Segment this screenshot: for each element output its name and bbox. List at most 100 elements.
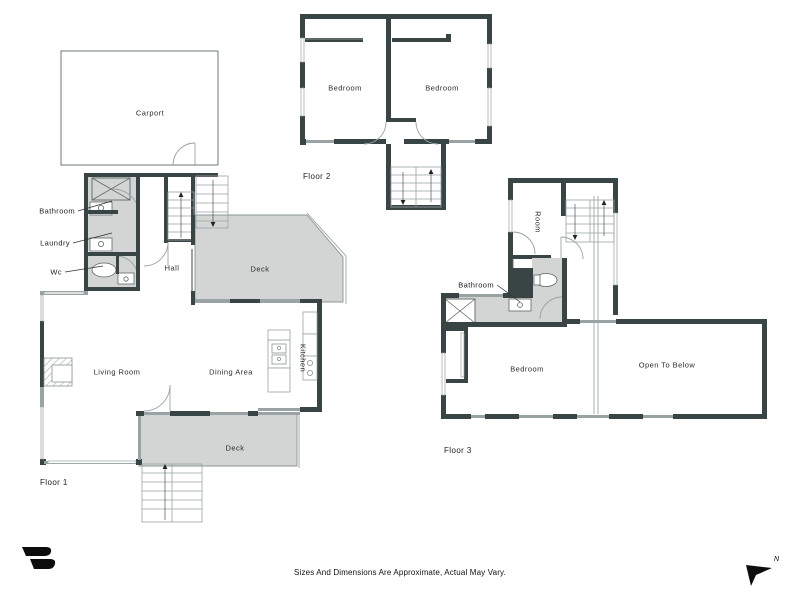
wall-f3-bath-top-c [503,293,511,298]
f3-shower-x2 [444,298,476,324]
glazing-f1-top [43,291,85,295]
wall-deck-lower-top-e [248,411,258,416]
room-label-dining-area: Dining Area [209,367,253,377]
f2-stair-arrowhead-up [428,169,434,174]
deck-door-swing [143,384,171,412]
room-label-carport: Carport [135,108,165,118]
wall-f3-room-left-b [508,232,513,268]
kitchen-sink-icon [271,343,287,365]
wall-f3-bath-top-b [459,294,503,297]
wall-f3-bottom-e [553,414,577,419]
wall-f2-bottom-c [404,139,449,144]
wall-service-left [84,173,88,291]
wall-f2-stair-right [441,144,446,210]
wall-f2-bottom-e [475,139,492,144]
wall-f3-bottom-g [609,414,643,419]
wall-f2-spine [386,14,391,122]
north-arrow-label: N [774,556,780,563]
f3-stair-arrowhead-up [601,200,607,205]
room-label-bedroom-f3: Bedroom [510,364,544,374]
wall-f3-room-left [508,178,513,200]
wall-f2-bottom-left-post [300,139,306,145]
floor-3-geometry [441,178,767,419]
wall-f3-bottom-c [485,414,519,419]
wall-f3-bath-bottom [441,322,567,327]
wall-deckupper-bottom-c [260,299,300,303]
leader-wc-f1 [64,265,104,273]
wall-f1-left-deck [138,416,141,460]
north-arrow: N [742,556,788,590]
kitchen-cooktop-icon [306,359,313,376]
wall-f2-right-b [487,68,492,88]
wall-f3-stair-right [613,178,618,213]
wall-f2-left-b [300,62,305,88]
wall-f1-left-c [40,387,44,407]
glazing-f1-left-2 [40,406,44,460]
glazing-f2-right-1 [487,43,492,69]
floor-1-geometry [40,50,347,523]
laundry-tub [89,237,113,252]
f3-wc-cistern [533,274,541,286]
stair-arrowhead-2 [210,222,216,227]
wall-f3-bottom-i [673,414,767,419]
deck-stair-arrowhead [162,464,168,469]
f3-basin-icon [517,302,523,308]
f3-room-door-swing [512,231,536,255]
f3-vanity [508,298,532,312]
f2-door-swing-left [363,121,387,145]
room-label-deck-lower: Deck [225,443,245,453]
wall-f2-left-c [300,116,305,142]
leader-bathroom-f1 [77,200,113,212]
deck-upper-rail [306,212,347,304]
callout-label-wc-f1: Wc [50,267,62,277]
wall-bath-laundry [84,210,118,214]
wall-f2-right-c [487,126,492,144]
wall-service-bottom [84,287,140,291]
wall-f3-bottom-d [519,415,553,418]
floor1-deck-stairs [141,463,203,523]
leader-bathroom-f3 [496,284,521,303]
callout-label-bathroom-f1: Bathroom [39,206,75,216]
wc-pan-icon [91,262,117,278]
wall-f1-left-d [40,459,46,465]
wall-deckupper-left-a [191,215,195,245]
laundry-basin-icon [98,240,105,247]
shower-tray [91,177,131,201]
wall-f1-left-b [40,321,44,387]
wall-deckupper-bottom-b [230,299,260,303]
wall-f1-deck-post [136,459,142,465]
glazing-f2-left-2 [300,87,305,117]
disclaimer-caption: Sizes And Dimensions Are Approximate, Ac… [294,568,506,577]
room-label-living-room: Living Room [93,367,141,377]
shower-x-2 [91,177,131,201]
wall-deck-lower-top-f [258,412,300,415]
f3-bath-door-swing [539,296,563,320]
fireplace-inner [51,364,73,383]
wall-f3-right-top-a [566,319,580,324]
wall-deckupper-bottom-d [300,299,317,303]
deck-lower-fill [138,413,298,467]
north-arrow-icon [746,565,772,586]
wall-f2-stair-left [386,144,391,210]
glazing-f3-right [613,212,618,286]
wall-f3-bed-nook-a [446,327,468,331]
wall-f3-bottom-h [643,415,673,418]
wall-f3-right-edge [762,319,767,419]
floor-label-3: Floor 3 [444,446,472,455]
wall-vestibule-left [136,173,140,243]
floor3-stairs [565,199,615,243]
wall-deck-lower-top-c [170,411,210,416]
wall-f3-bed-nook-c [446,379,468,383]
callout-label-bathroom-f3: Bathroom [458,280,494,290]
f2-door-swing-right [415,121,439,145]
wardrobe-left-wall [305,38,363,42]
glazing-f3-nook [460,332,465,378]
callout-label-laundry-f1: Laundry [40,238,70,248]
wall-laundry-wc [84,252,140,256]
wall-f3-bed-nook-b [464,331,468,383]
wc-basin-icon [123,276,129,282]
wall-deckupper-left-b [191,249,193,291]
room-label-deck-upper: Deck [250,264,270,274]
